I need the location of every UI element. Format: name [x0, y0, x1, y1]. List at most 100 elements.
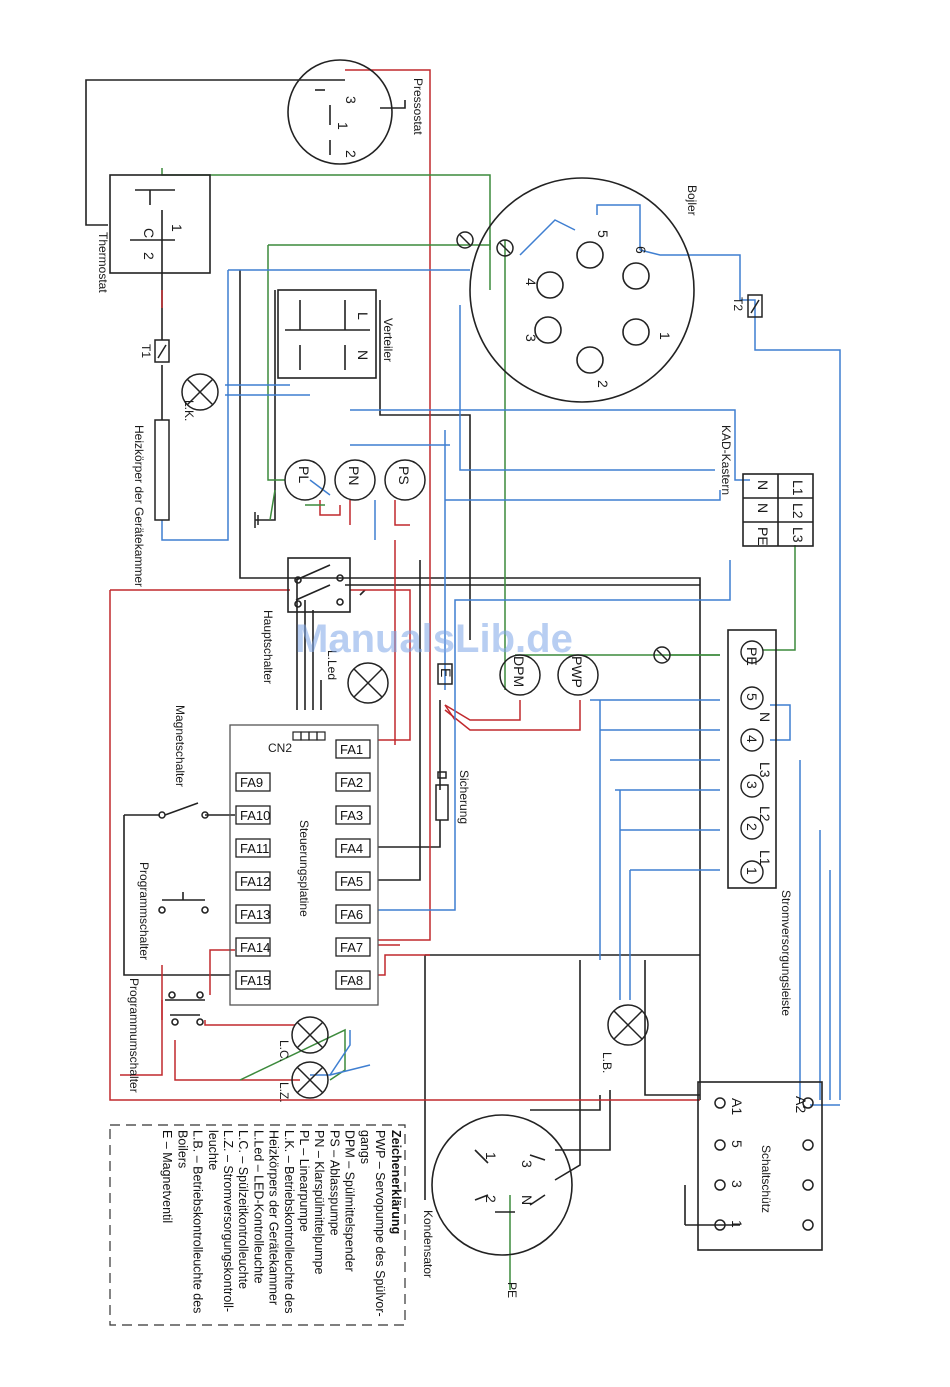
boiler-label: Bojler [685, 185, 699, 216]
pump-pn [334, 459, 376, 501]
legend-line: DPM – Spülmittelspender [343, 1130, 357, 1272]
boiler-terminal-6: 6 [633, 246, 649, 254]
fa-box-fa12 [235, 871, 271, 891]
strip-terminal-3-label: 3 [744, 781, 760, 789]
schaltschuetz-terminal-3: 3 [729, 1180, 745, 1188]
fa-label-fa15: FA15 [240, 973, 270, 988]
pressostat [287, 59, 406, 165]
lz-lamp [291, 1061, 329, 1099]
lk-label: L.K. [182, 400, 196, 421]
fa-box-fa2 [335, 772, 371, 792]
kondensator-label: Kondensator [421, 1210, 435, 1278]
legend-line: leuchte [206, 1130, 220, 1170]
kondensator-terminal-3: 3 [519, 1160, 535, 1168]
heizkoerper-label: Heizkörper der Gerätekammer [132, 425, 146, 587]
pump-pl [284, 459, 326, 501]
strip-terminal-1-label: 1 [744, 867, 760, 875]
kondensator-terminal-1: 1 [483, 1152, 499, 1160]
fa-label-fa1: FA1 [340, 742, 363, 757]
strip-terminal-2-label: 2 [744, 823, 760, 831]
pump-pwp-label: PWP [569, 656, 585, 688]
fa-label-fa2: FA2 [340, 775, 363, 790]
t1-label: T1 [139, 344, 153, 358]
thermostat-terminal-1: 1 [169, 224, 185, 232]
fa-box-fa3 [335, 805, 371, 825]
legend-line: PS – Ablasspumpe [327, 1130, 341, 1236]
fa-label-fa14: FA14 [240, 940, 270, 955]
legend-line: PWP – Servopumpe des Spülvor- [373, 1130, 387, 1317]
boiler-terminal-1: 1 [657, 332, 673, 340]
kad-terminal-n2: N [755, 503, 771, 513]
verteiler [277, 289, 377, 379]
fa-label-fa5: FA5 [340, 874, 363, 889]
pump-pwp [557, 654, 599, 696]
legend-line: PN – Klarspülmittelpumpe [312, 1130, 326, 1275]
pump-pn-label: PN [346, 466, 362, 485]
hauptschalter-label: Hauptschalter [261, 610, 275, 684]
legend-line: Boilers [175, 1130, 189, 1168]
fa-box-fa1 [335, 739, 371, 759]
pump-ps [384, 459, 426, 501]
fa-label-fa13: FA13 [240, 907, 270, 922]
t2-label: T2 [731, 297, 745, 311]
lled-lamp [347, 662, 389, 704]
strip-terminal-5 [740, 686, 764, 710]
fa-box-fa9 [235, 772, 271, 792]
legend-line: PL – Linearpumpe [297, 1130, 311, 1232]
fa-label-fa4: FA4 [340, 841, 363, 856]
lc-lamp [291, 1016, 329, 1054]
magnetventil-label: E [438, 668, 454, 677]
stromversorgungsleiste-block [727, 629, 777, 889]
kad-terminal-n1: N [755, 480, 771, 490]
ground-symbol [254, 231, 671, 664]
magnetschalter-label: Magnetschalter [173, 705, 187, 787]
kad-terminal-l1: L1 [790, 480, 806, 496]
legend-line: gangs [358, 1130, 372, 1164]
legend-line: E – Magnetventil [160, 1130, 174, 1223]
stromversorgungsleiste-label: Stromversorgungsleiste [779, 890, 793, 1016]
legend-line: Heizkörpers der Gerätekammer [267, 1130, 281, 1305]
fa-box-fa15 [235, 970, 271, 990]
fa-label-fa8: FA8 [340, 973, 363, 988]
hauptschalter [287, 557, 351, 613]
fa-label-fa3: FA3 [340, 808, 363, 823]
sicherung-fuse [435, 771, 449, 821]
strip-terminal-5-label: 5 [744, 693, 760, 701]
programmumschalter-label: Programmumschalter [127, 978, 141, 1093]
kad-terminal-l2: L2 [790, 503, 806, 519]
schaltschuetz-block [697, 1081, 823, 1251]
thermostat-terminal-c: C [141, 228, 157, 238]
schaltschuetz-label: Schaltschütz [759, 1145, 773, 1213]
kondensator-terminal-2: 2 [483, 1195, 499, 1203]
fa-label-fa10: FA10 [240, 808, 270, 823]
thermostat [109, 174, 211, 274]
schaltschuetz-a1: A1 [729, 1098, 745, 1115]
programmumschalter [165, 991, 205, 1026]
strip-terminal-3 [740, 774, 764, 798]
fa-box-fa6 [335, 904, 371, 924]
programmschalter-label: Programmschalter [137, 862, 151, 960]
fa-box-fa4 [335, 838, 371, 858]
steuerungsplatine-board [229, 724, 379, 1006]
lled-label: L.Led [325, 650, 339, 680]
programmschalter [158, 892, 209, 914]
fa-box-fa14 [235, 937, 271, 957]
fa-label-fa7: FA7 [340, 940, 363, 955]
strip-side-label-l2: L2 [757, 806, 773, 822]
verteiler-terminal-l: L [355, 312, 371, 320]
pressostat-terminal-3: 3 [343, 96, 359, 104]
lc-label: L.C. [277, 1040, 291, 1062]
magnetventil-e [437, 663, 453, 685]
strip-side-label-l3: L3 [757, 762, 773, 778]
legend-line: L.K. – Betriebskontrolleuchte des [282, 1130, 296, 1313]
legend-line: L.Z. – Stromversorgungskontroll- [221, 1130, 235, 1312]
lb-lamp [607, 1004, 649, 1046]
thermostat-terminal-2: 2 [141, 252, 157, 260]
heizkoerper-label-text: Heizkörper der Gerätekammer [132, 425, 146, 587]
pump-dpm [499, 654, 541, 696]
